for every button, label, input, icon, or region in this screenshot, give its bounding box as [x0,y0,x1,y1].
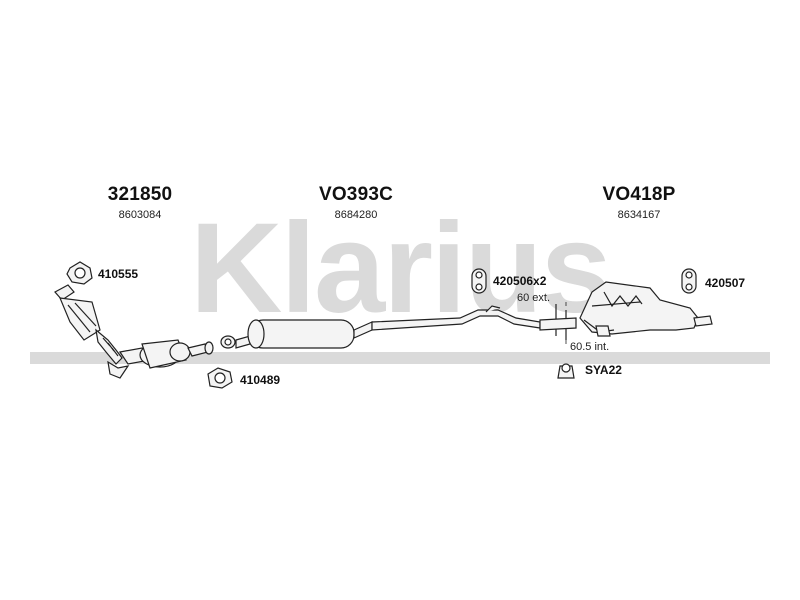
middle-silencer-icon [235,305,541,349]
part-label-mount: 420507 [705,276,746,290]
clamp-icon [539,304,577,340]
part-label-gasket: 410489 [240,373,281,387]
rubber-mount-icon [681,268,697,294]
note-int: 60.5 int. [570,341,610,353]
part-label-gasket: 410555 [98,267,139,281]
header-ref: 8634167 [617,209,661,221]
watermark-text: Klarius [190,197,610,340]
gasket-icon [66,261,93,285]
watermark-underline [30,352,770,364]
part-label-mount: 420506x2 [493,274,547,288]
header-code: 321850 [107,184,173,205]
header-ref: 8603084 [118,209,162,221]
clamp-ring-icon [557,363,575,379]
header-ref: 8684280 [334,209,378,221]
header-code: VO418P [602,184,676,205]
part-label-clamp: SYA22 [585,363,622,377]
rear-silencer-icon [579,281,713,337]
header-catalyst: 321850 8603084 [60,184,220,221]
ring-icon [220,335,236,349]
header-code: VO393C [318,184,394,205]
gasket-icon [207,367,233,389]
header-middle-silencer: VO393C 8684280 [276,184,436,221]
note-ext: 60 ext. [517,292,551,304]
header-rear-silencer: VO418P 8634167 [559,184,719,221]
rubber-mount-icon [471,268,487,294]
catalyst-icon [54,284,214,379]
